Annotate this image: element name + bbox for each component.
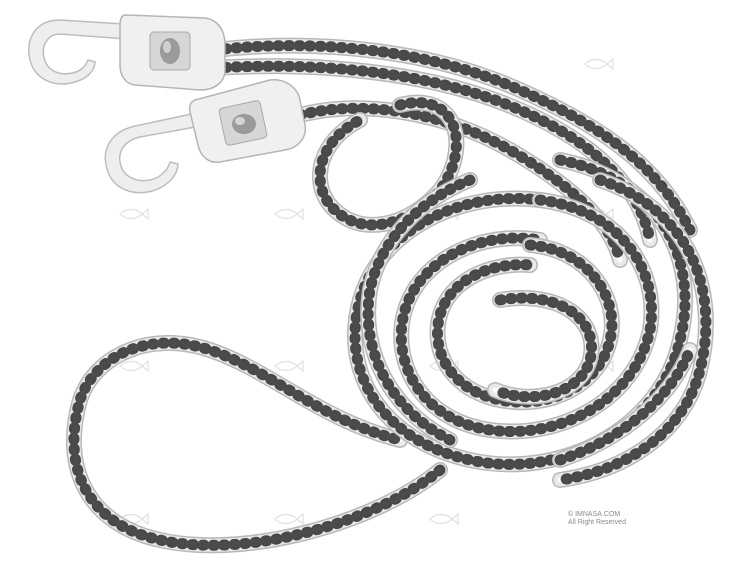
elastic-cord bbox=[65, 37, 714, 554]
cord-strand bbox=[554, 174, 712, 486]
hook-lower bbox=[104, 79, 306, 194]
copyright-line-2: All Right Reserved bbox=[568, 519, 626, 526]
hook-upper bbox=[28, 14, 226, 91]
cord-strand bbox=[489, 292, 597, 403]
cord-strand bbox=[68, 337, 446, 551]
copyright-line-1: © IMNASA.COM bbox=[568, 511, 621, 518]
cord-strand bbox=[209, 40, 696, 236]
cord-strand bbox=[395, 194, 657, 437]
cord-strand bbox=[362, 174, 476, 446]
copyright-notice: © IMNASA.COM All Right Reserved bbox=[568, 511, 626, 527]
cord-strand bbox=[554, 344, 696, 466]
